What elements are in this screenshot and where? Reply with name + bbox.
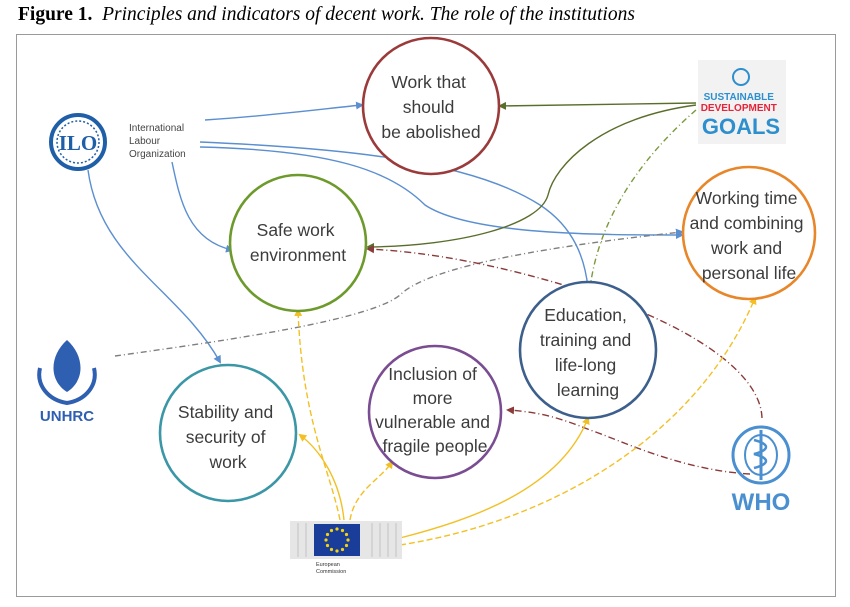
principle-label-line: should [403, 97, 455, 117]
principle-label-line: and combining [690, 213, 804, 233]
un-emblem-icon [732, 68, 750, 86]
svg-text:SUSTAINABLE DEVELOPMENT: SUSTAINABLE DEVELOPMENT GOALS [701, 87, 782, 139]
connectors [87, 101, 763, 546]
principle-label-line: work [209, 452, 247, 472]
principle-label-line: learning [557, 380, 619, 400]
principle-circle [361, 36, 501, 176]
ilo-emblem-ring [56, 120, 100, 164]
unhrc-laurel-icon [37, 367, 97, 406]
principle-label-line: be abolished [381, 122, 480, 142]
principle-label-line: Safe work [257, 220, 335, 240]
ilo-name-line: International [129, 123, 184, 134]
principle-label-line: security of [186, 427, 266, 447]
who-to-safe-arrow [366, 245, 763, 419]
ilo-to-education-arrow [199, 141, 592, 290]
principle-circle [367, 344, 503, 480]
sdg-to-safe-arrow [366, 104, 697, 251]
sdg-logo-background [698, 60, 786, 144]
principle-label-line: Working time [696, 188, 798, 208]
principle-working-time: Working time and combining work and pers… [681, 165, 817, 301]
sdg-line: GOALS [702, 114, 780, 139]
principle-education-training: Education, training and life-long learni… [518, 280, 658, 420]
figure-title: Principles and indicators of decent work… [102, 4, 635, 25]
principle-label-line: Work that [391, 72, 466, 92]
svg-text:Safe work environment: Safe work environment [250, 220, 346, 265]
svg-text:European Commission: European Commission [316, 562, 346, 575]
principle-label-line: life-long [555, 355, 616, 375]
ilo-name-line: Labour [129, 136, 161, 147]
ec-to-safe-arrow [294, 308, 341, 521]
svg-text:Work that should b: Work that should be abolished [381, 72, 480, 142]
ec-to-stability-arrow [298, 433, 345, 521]
principle-label-line: fragile people [382, 436, 487, 456]
principle-inclusion-vulnerable: Inclusion of more vulnerable and fragile… [367, 344, 503, 480]
principle-safe-work-environment: Safe work environment [228, 173, 368, 313]
sdg-logo: SUSTAINABLE DEVELOPMENT GOALS [698, 60, 786, 144]
ec-name-line: Commission [316, 569, 346, 575]
principle-label-line: more [413, 388, 453, 408]
principle-circle [681, 165, 817, 301]
who-label: WHO [732, 489, 791, 516]
figure-caption: Figure 1. Principles and indicators of d… [18, 4, 635, 26]
ilo-logo: ILO International Labour Organization [49, 113, 187, 171]
ilo-abbr: ILO [59, 131, 98, 155]
principle-work-to-abolish: Work that should be abolished [361, 36, 501, 176]
sdg-line: SUSTAINABLE [704, 92, 775, 103]
svg-text:International Labour: International Labour Organization [129, 123, 187, 160]
european-commission-logo: European Commission [290, 521, 402, 575]
ec-building-stripes [297, 523, 397, 557]
principle-label-line: Inclusion of [388, 364, 477, 384]
who-emblem-icon [731, 425, 791, 485]
unhrc-logo: UNHRC [37, 340, 97, 425]
principle-label-line: training and [540, 330, 631, 350]
eu-stars-icon [324, 527, 350, 553]
principle-label-line: Education, [544, 305, 627, 325]
principle-stability-security: Stability and security of work [158, 363, 298, 503]
who-to-inclusion-arrow [506, 406, 751, 475]
svg-text:Stability and security o: Stability and security of work [178, 402, 278, 472]
principle-label-line: vulnerable and [375, 412, 490, 432]
principle-label-line: work and [710, 238, 782, 258]
ec-to-education-arrow [399, 416, 590, 539]
ilo-to-abolished-arrow [204, 101, 364, 121]
svg-text:Education, training and: Education, training and life-long learni… [540, 305, 636, 400]
principle-label-line: Stability and [178, 402, 273, 422]
svg-text:Working time and combini: Working time and combining work and pers… [690, 188, 809, 283]
unhrc-flame-icon [53, 340, 81, 392]
ilo-to-working-time-arrow [199, 146, 684, 239]
ilo-name-line: Organization [129, 149, 186, 160]
svg-text:Inclusion of more: Inclusion of more vulnerable and fragile… [375, 364, 495, 456]
ilo-to-stability-arrow [87, 169, 221, 364]
principle-label-line: personal life [702, 263, 796, 283]
sdg-to-abolished-arrow [498, 101, 697, 110]
who-serpent-icon [753, 438, 768, 470]
unhrc-label: UNHRC [40, 408, 94, 425]
principle-circle [518, 280, 658, 420]
principle-label-line: environment [250, 245, 346, 265]
ec-to-working-time-arrow [399, 296, 757, 546]
who-logo: WHO [731, 425, 791, 516]
principle-circle [158, 363, 298, 503]
unhrc-to-working-time-arrow [114, 228, 684, 357]
ec-name-line: European [316, 562, 340, 568]
ilo-to-safe-arrow [171, 161, 234, 253]
sdg-to-education-arrow [586, 109, 697, 290]
ilo-emblem-icon [49, 113, 107, 171]
principle-circle [228, 173, 368, 313]
figure-number: Figure 1. [18, 4, 93, 25]
sdg-line: DEVELOPMENT [701, 103, 777, 114]
ec-to-inclusion-arrow [349, 460, 394, 521]
